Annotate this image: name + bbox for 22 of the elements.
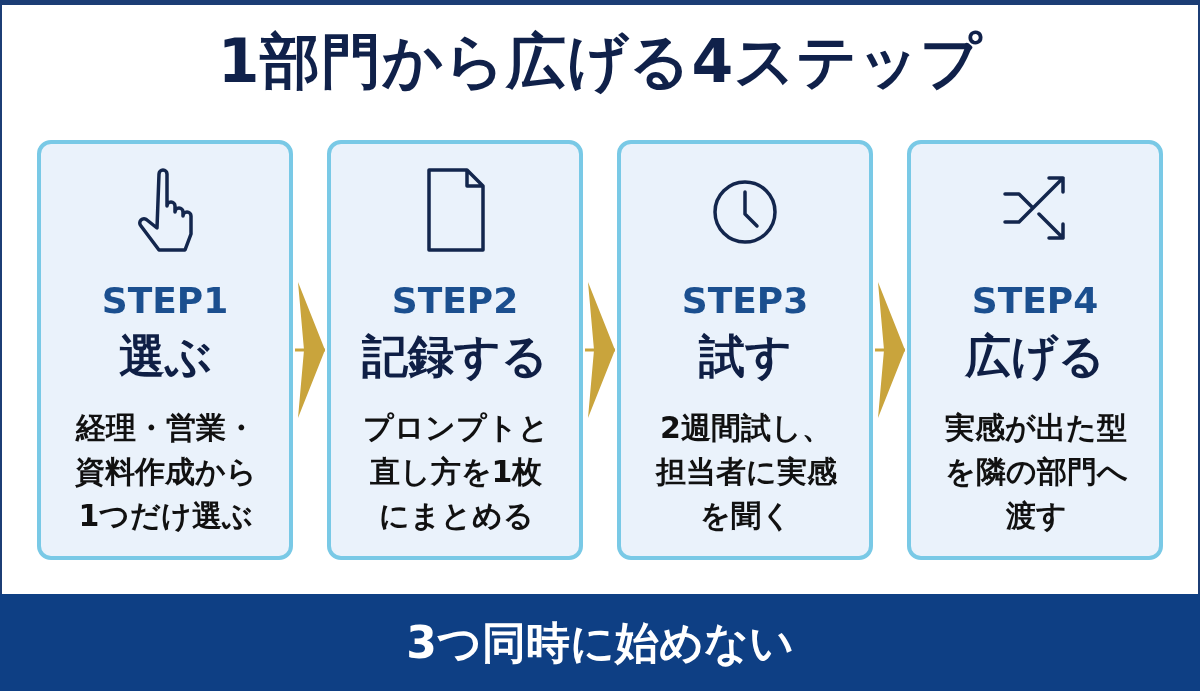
- chevron-arrow: [875, 282, 905, 418]
- step-description: プロンプトと直し方を1枚にまとめる: [362, 409, 550, 535]
- step-name: 試す: [697, 328, 793, 385]
- step-card: [327, 140, 583, 560]
- footer-band: [0, 594, 1200, 691]
- step-name: 選ぶ: [117, 328, 213, 385]
- step-number: STEP4: [970, 280, 1100, 321]
- footer-note: 3つ同時に始めない: [405, 616, 795, 670]
- step-description: 2週間試し、担当者に実感を聞く: [654, 409, 838, 535]
- title: 1部門から広げる4ステップ: [216, 25, 984, 98]
- step-card: [907, 140, 1163, 560]
- step-description: 実感が出た型を隣の部門へ渡す: [943, 409, 1129, 535]
- chevron-arrow: [295, 282, 325, 418]
- step-number: STEP2: [390, 280, 520, 321]
- step-card: [617, 140, 873, 560]
- step-description: 経理・営業・資料作成から1つだけ選ぶ: [74, 409, 258, 535]
- step-name: 広げる: [964, 328, 1106, 385]
- step-card: [37, 140, 293, 560]
- step-number: STEP3: [680, 280, 810, 321]
- step-name: 記録する: [361, 328, 549, 385]
- step-number: STEP1: [100, 280, 230, 321]
- chevron-arrow: [585, 282, 615, 418]
